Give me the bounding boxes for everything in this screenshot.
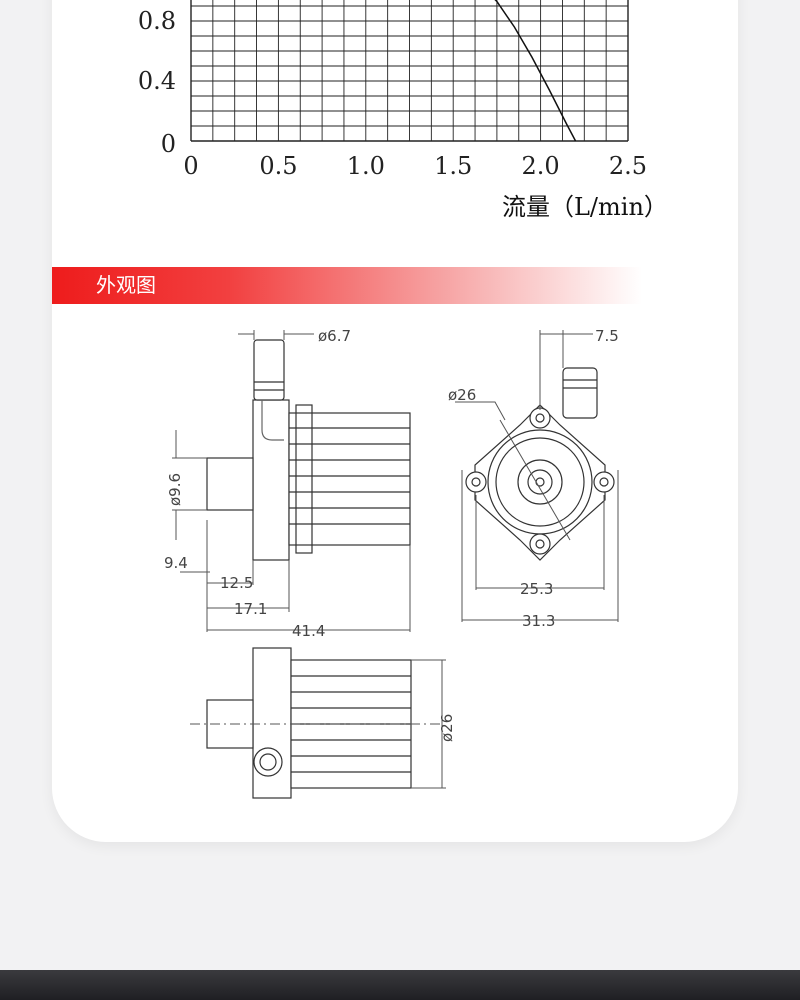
x-tick-label: 1.0	[347, 152, 385, 180]
x-tick-label: 1.5	[434, 152, 472, 180]
section-header: 外观图	[52, 267, 642, 304]
dim-outlet-diameter: ø6.7	[318, 327, 351, 345]
y-tick-label: 0.8	[138, 7, 176, 35]
dim-top-diameter: ø26	[438, 714, 456, 742]
dim-inlet-diameter: ø9.6	[166, 473, 184, 506]
side-view	[172, 330, 411, 632]
dim-12-5: 12.5	[220, 574, 253, 592]
flow-chart: 0 0.5 1.0 1.5 2.0 2.5 0 0.4 0.8 流量（L/min）	[138, 0, 668, 221]
x-tick-label: 0.5	[259, 152, 297, 180]
dim-front-diameter: ø26	[448, 386, 476, 404]
x-axis-label: 流量（L/min）	[502, 193, 668, 221]
dim-41-4: 41.4	[292, 622, 325, 640]
section-title: 外观图	[96, 273, 156, 297]
x-tick-label: 0	[183, 152, 198, 180]
x-tick-labels: 0 0.5 1.0 1.5 2.0 2.5	[183, 152, 647, 180]
y-tick-label: 0.4	[138, 67, 176, 95]
top-view	[190, 647, 446, 799]
dim-7-5: 7.5	[595, 327, 619, 345]
y-tick-label: 0	[161, 130, 176, 158]
x-tick-label: 2.0	[522, 152, 560, 180]
front-view	[455, 330, 619, 622]
chart-grid	[190, 0, 629, 142]
dim-31-3: 31.3	[522, 612, 555, 630]
footer-strip	[0, 970, 800, 1000]
x-tick-label: 2.5	[609, 152, 647, 180]
dim-9-4: 9.4	[164, 554, 188, 572]
y-tick-labels: 0 0.4 0.8	[138, 7, 176, 158]
chart-series-line	[494, 0, 577, 142]
dim-17-1: 17.1	[234, 600, 267, 618]
dim-25-3: 25.3	[520, 580, 553, 598]
